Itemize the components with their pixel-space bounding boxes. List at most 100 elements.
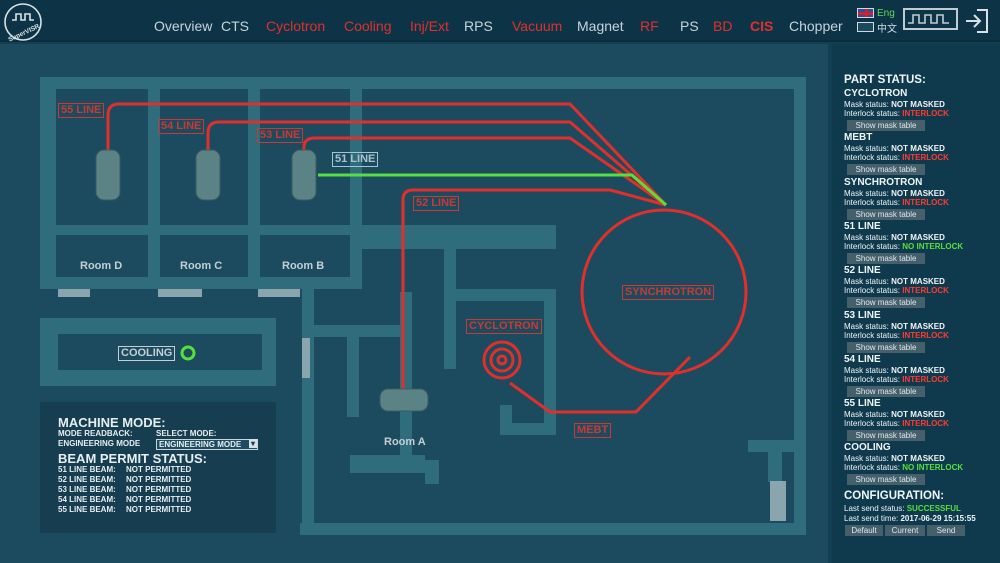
language-chinese-label: 中文	[877, 23, 897, 35]
part-name-54-line: 54 LINE	[844, 353, 881, 365]
show-mask-table-button-mebt[interactable]: Show mask table	[847, 164, 925, 176]
mode-readback-value: ENGINEERING MODE	[58, 439, 141, 448]
language-chinese[interactable]: 中文	[857, 20, 897, 35]
beam-permit-value: NOT PERMITTED	[126, 485, 192, 494]
last-send-time: Last send time: 2017-06-29 15:15:55	[844, 514, 976, 523]
mask-status-value: NOT MASKED	[891, 454, 945, 464]
nav-cooling[interactable]: Cooling	[344, 18, 392, 34]
supervisr-logo: SuperVISR	[4, 3, 42, 42]
beam-signal-button[interactable]	[903, 8, 958, 30]
label-cyclotron[interactable]: CYCLOTRON	[466, 319, 542, 334]
show-mask-table-button-54-line[interactable]: Show mask table	[847, 385, 925, 397]
beamline-51-active	[318, 173, 667, 207]
mask-status-label: Mask status:	[844, 321, 889, 331]
show-mask-table-button-51-line[interactable]: Show mask table	[847, 252, 925, 264]
interlock-status-label: Interlock status:	[844, 419, 901, 429]
part-name-cyclotron: CYCLOTRON	[844, 88, 908, 99]
interlock-status-value: INTERLOCK	[902, 419, 949, 429]
interlock-status-cyclotron: Interlock status: INTERLOCK	[844, 109, 949, 118]
mask-status-label: Mask status:	[844, 188, 889, 198]
last-send-time-value: 2017-06-29 15:15:55	[900, 514, 976, 523]
nav-cyclotron[interactable]: Cyclotron	[266, 18, 326, 34]
interlock-status-cooling: Interlock status: NO INTERLOCK	[844, 463, 963, 472]
beam-permit-title: BEAM PERMIT STATUS:	[58, 451, 208, 466]
interlock-status-value: NO INTERLOCK	[902, 241, 964, 251]
default-button[interactable]: Default	[845, 525, 883, 536]
machine-mode-title: MACHINE MODE:	[58, 415, 166, 430]
label-55-line[interactable]: 55 LINE	[58, 103, 105, 118]
cn-flag-icon	[857, 22, 874, 32]
nav-rps[interactable]: RPS	[464, 18, 493, 34]
nav-inj-ext[interactable]: Inj/Ext	[410, 18, 449, 34]
last-send-status-label: Last send status:	[844, 504, 905, 513]
cooling-room-floor	[58, 334, 262, 370]
interlock-status-label: Interlock status:	[844, 241, 901, 251]
part-name-51-line: 51 LINE	[844, 220, 881, 232]
interlock-status-label: Interlock status:	[844, 463, 901, 473]
interlock-status-label: Interlock status:	[844, 330, 901, 340]
nav-rf[interactable]: RF	[640, 18, 659, 34]
interlocked-beamlines	[106, 102, 748, 414]
beam-permit-label: 54 LINE BEAM:	[58, 495, 116, 504]
show-mask-table-button-55-line[interactable]: Show mask table	[847, 430, 925, 442]
show-mask-table-button-cooling[interactable]: Show mask table	[847, 474, 925, 486]
treatment-tables	[95, 149, 429, 412]
beam-permit-label: 51 LINE BEAM:	[58, 465, 116, 474]
interlock-status-label: Interlock status:	[844, 197, 901, 207]
label-cooling[interactable]: COOLING	[118, 346, 176, 361]
label-53-line[interactable]: 53 LINE	[257, 128, 304, 143]
interlock-status-label: Interlock status:	[844, 286, 901, 296]
label-mebt[interactable]: MEBT	[574, 423, 612, 438]
mask-status-synchrotron: Mask status: NOT MASKED	[844, 189, 945, 198]
part-name-53-line: 53 LINE	[844, 309, 881, 321]
language-english[interactable]: Eng	[857, 6, 897, 20]
mask-status-value: NOT MASKED	[891, 144, 945, 154]
part-name-mebt: MEBT	[844, 132, 873, 144]
beam-permit-value: NOT PERMITTED	[126, 465, 192, 474]
interlock-status-53-line: Interlock status: INTERLOCK	[844, 331, 949, 340]
beam-permit-label: 52 LINE BEAM:	[58, 475, 116, 484]
current-button[interactable]: Current	[885, 525, 925, 536]
beam-permit-label: 53 LINE BEAM:	[58, 485, 116, 494]
mask-status-55-line: Mask status: NOT MASKED	[844, 410, 945, 419]
nav-chopper[interactable]: Chopper	[789, 18, 843, 34]
mode-select-value: ENGINEERING MODE	[159, 440, 242, 449]
nav-overview[interactable]: Overview	[154, 18, 213, 34]
nav-vacuum[interactable]: Vacuum	[512, 18, 563, 34]
nav-ps[interactable]: PS	[680, 18, 699, 34]
show-mask-table-button-synchrotron[interactable]: Show mask table	[847, 208, 925, 220]
nav-cis[interactable]: CIS	[750, 18, 774, 34]
beam-permit-value: NOT PERMITTED	[126, 505, 192, 514]
last-send-status: Last send status: SUCCESSFUL	[844, 504, 961, 513]
label-synchrotron[interactable]: SYNCHROTRON	[622, 285, 715, 300]
show-mask-table-button-52-line[interactable]: Show mask table	[847, 297, 925, 309]
mode-select-dropdown[interactable]: ENGINEERING MODE	[156, 439, 258, 450]
send-button[interactable]: Send	[927, 525, 965, 536]
cooling-status-indicator	[180, 345, 196, 361]
interlock-status-51-line: Interlock status: NO INTERLOCK	[844, 242, 963, 251]
interlock-status-value: INTERLOCK	[902, 109, 949, 118]
mask-status-mebt: Mask status: NOT MASKED	[844, 144, 945, 153]
interlock-status-value: NO INTERLOCK	[902, 463, 964, 473]
room-a-label: Room A	[384, 436, 426, 448]
interlock-status-synchrotron: Interlock status: INTERLOCK	[844, 198, 949, 207]
label-51-line[interactable]: 51 LINE	[332, 152, 379, 167]
beam-permit-label: 55 LINE BEAM:	[58, 505, 116, 514]
show-mask-table-button-cyclotron[interactable]: Show mask table	[847, 120, 925, 131]
interlock-status-54-line: Interlock status: INTERLOCK	[844, 375, 949, 384]
mask-status-label: Mask status:	[844, 144, 889, 154]
mask-status-cyclotron: Mask status: NOT MASKED	[844, 100, 945, 109]
logout-icon[interactable]	[962, 6, 992, 36]
nav-cts[interactable]: CTS	[221, 18, 249, 34]
mask-status-value: NOT MASKED	[891, 410, 945, 420]
label-54-line[interactable]: 54 LINE	[158, 119, 205, 134]
label-52-line[interactable]: 52 LINE	[413, 196, 460, 211]
room-d-label: Room D	[80, 260, 123, 272]
facility-map	[40, 77, 806, 535]
nav-bd[interactable]: BD	[713, 18, 733, 34]
show-mask-table-button-53-line[interactable]: Show mask table	[847, 341, 925, 353]
interlock-status-value: INTERLOCK	[902, 197, 949, 207]
language-english-label: Eng	[877, 7, 895, 19]
nav-magnet[interactable]: Magnet	[577, 18, 624, 34]
